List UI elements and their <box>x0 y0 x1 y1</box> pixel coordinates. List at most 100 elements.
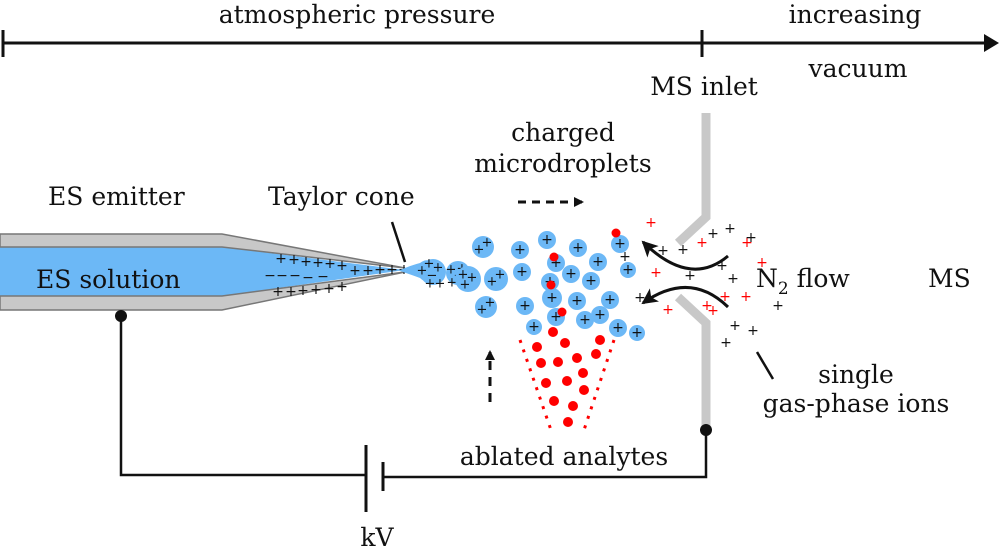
ms-inlet <box>674 113 711 432</box>
plus-charge: + <box>300 254 312 270</box>
n2-flow-arrow-upper <box>641 240 729 271</box>
axis-arrowhead-icon <box>984 34 999 52</box>
analyte-particle <box>562 376 572 386</box>
ms-inlet-label: MS inlet <box>650 72 758 101</box>
microdroplet <box>455 266 481 292</box>
plus-charge: + <box>467 271 478 286</box>
increasing-label: increasing <box>789 0 922 29</box>
plus-charge: + <box>425 277 436 292</box>
microdroplet <box>609 319 627 337</box>
inlet-contact-dot <box>700 424 712 436</box>
ion: + <box>729 318 741 334</box>
microdroplet <box>513 263 531 281</box>
analyte-particle <box>572 353 582 363</box>
plus-charge: + <box>474 243 485 258</box>
wire-right <box>383 430 708 479</box>
ablated-analytes-label: ablated analytes <box>460 442 668 471</box>
plus-charge: + <box>485 296 496 311</box>
es-solution-label: ES solution <box>36 265 181 294</box>
analyte-particle <box>557 307 567 317</box>
es-solution-fill <box>0 247 405 296</box>
plus-charge: + <box>572 240 584 256</box>
kv-label: kV <box>360 523 394 551</box>
plus-charge: + <box>458 268 469 283</box>
microdroplet <box>568 292 586 310</box>
plus-charge: + <box>612 320 624 336</box>
analyte-particle <box>595 335 605 345</box>
plus-charge: + <box>424 257 435 272</box>
plus-charge: + <box>312 255 324 271</box>
plus-charge: + <box>324 256 336 272</box>
ion: + <box>707 226 719 242</box>
microdroplet <box>589 253 607 271</box>
n2-flow-suffix: flow <box>789 264 851 293</box>
plus-charge: + <box>571 293 583 309</box>
microdroplet <box>526 319 542 335</box>
plus-charge: + <box>386 262 398 278</box>
plus-charge: + <box>594 307 606 323</box>
analyte-particle <box>549 396 559 406</box>
microdroplet <box>542 288 562 308</box>
ion: + <box>720 335 732 351</box>
minus-charge: − <box>427 269 438 284</box>
plus-charge: + <box>288 252 300 268</box>
red-ion: + <box>707 303 719 319</box>
plus-charge: + <box>550 255 562 271</box>
minus-charge: − <box>276 268 288 284</box>
analyte-particle <box>536 358 546 368</box>
plus-charge: + <box>528 319 540 335</box>
es-emitter-label: ES emitter <box>48 182 185 211</box>
microdroplet <box>484 267 508 291</box>
analyte-particle <box>568 401 578 411</box>
plus-charge: + <box>362 263 374 279</box>
wire-left <box>119 316 366 477</box>
red-ion: + <box>756 255 768 271</box>
analyte-particle <box>563 417 573 427</box>
plus-charge: + <box>374 262 386 278</box>
red-ion: + <box>701 298 713 314</box>
analyte-particle <box>611 228 621 238</box>
taylor-cone-pointer <box>390 221 407 263</box>
n2-flow-label: N2 flow <box>756 264 850 299</box>
plus-charge: + <box>417 264 428 279</box>
microdroplet <box>516 297 534 315</box>
ion: + <box>772 298 784 314</box>
plus-charge: + <box>323 281 335 297</box>
plus-charge: + <box>446 263 457 278</box>
red-ion: + <box>696 235 708 251</box>
plus-charge: + <box>614 236 626 252</box>
plus-charge: + <box>546 290 558 306</box>
ion: + <box>716 258 728 274</box>
plus-charge: + <box>336 279 348 295</box>
analyte-particle <box>549 252 559 262</box>
analyte-particle <box>591 349 601 359</box>
inlet-upper-wall <box>674 113 711 247</box>
single-ions-pointer <box>755 351 775 380</box>
single-label: single <box>818 360 894 389</box>
n2-subscript: 2 <box>778 279 789 299</box>
plus-charge: + <box>631 325 643 341</box>
analyte-particle <box>548 327 558 337</box>
microdroplet <box>582 272 600 290</box>
microdroplet <box>569 239 587 257</box>
capillary-bottom-wall <box>0 271 406 311</box>
plus-charge: + <box>487 275 498 290</box>
plus-charge: + <box>514 242 526 258</box>
analyte-particle <box>541 378 551 388</box>
microdroplet <box>601 291 619 309</box>
red-ion: + <box>741 235 753 251</box>
atmospheric-pressure-label: atmospheric pressure <box>219 0 496 29</box>
analyte-particle <box>532 342 542 352</box>
ms-label: MS <box>928 264 971 293</box>
red-ion: + <box>740 289 752 305</box>
es-emitter: ES solution ES emitter ++++++−−−−−++++++… <box>0 182 420 311</box>
plus-charge: + <box>447 276 458 291</box>
charged-microdroplets: ++++++++++++++++++++++++++++++ <box>455 228 645 341</box>
inlet-lower-wall <box>674 293 711 432</box>
red-ion: + <box>719 289 731 305</box>
plus-charge: + <box>604 292 616 308</box>
microdroplet <box>472 236 494 258</box>
plus-charge: + <box>579 312 591 328</box>
